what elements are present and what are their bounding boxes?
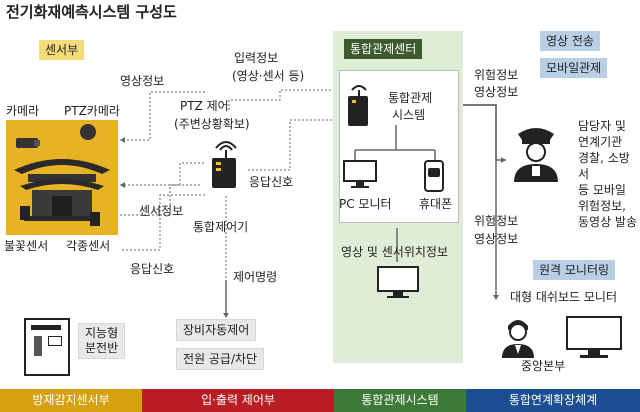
auto-control-box: 장비자동제어 (176, 319, 257, 341)
integrated-system-line1: 통합관제 (388, 91, 433, 105)
officer-desc-line-4: 등 모바일 (578, 183, 626, 197)
officer-desc-line-3: 경찰, 소방서 (578, 151, 630, 181)
distribution-panel-label-line1: 지능형 (85, 326, 119, 340)
officer-desc-line-1: 담당자 및 (578, 119, 626, 133)
io-response-label: 응답신호 (249, 175, 294, 189)
large-monitor-icon (566, 316, 622, 364)
flame-sensor-label: 불꽃센서 (4, 239, 49, 253)
input-info-label: 입력정보 (234, 51, 279, 65)
officer-desc-line-2: 연계기관 (578, 135, 623, 149)
integrated-system-line2: 시스템 (392, 108, 426, 122)
control-command-label: 제어명령 (233, 270, 278, 284)
diagram-title: 전기화재예측시스템 구성도 (6, 3, 177, 21)
risk-info-1-line2: 영상정보 (474, 85, 519, 99)
controller-label: 통합제어기 (193, 220, 249, 234)
bottom-bar-control: 통합관제시스템 (334, 389, 466, 412)
camera-label: 카메라 (6, 104, 40, 118)
sensor-tag: 센서부 (39, 40, 85, 60)
officer-description: 담당자 및 연계기관 경찰, 소방서 등 모바일 위험정보, 동영상 발송 (578, 118, 640, 230)
ptz-camera-label: PTZ카메라 (64, 104, 120, 118)
risk-info-2-line2: 영상정보 (474, 232, 519, 246)
distribution-panel-label: 지능형 분전반 (78, 323, 126, 359)
officer-desc-line-6: 동영상 발송 (578, 215, 638, 229)
building-photo (6, 120, 118, 235)
pc-monitor-icon (343, 160, 377, 194)
integrated-system-box (339, 70, 459, 223)
phone-icon (424, 160, 444, 196)
location-info-label: 영상 및 센서위치정보 (341, 245, 448, 259)
distribution-panel-label-line2: 분전반 (85, 341, 119, 355)
headquarters-label: 중앙본부 (521, 359, 566, 373)
location-monitor-icon (377, 266, 419, 304)
video-transfer-tag: 영상 전송 (540, 31, 600, 51)
risk-info-1-line1: 위험정보 (474, 68, 519, 82)
distribution-panel-icon (24, 318, 70, 376)
power-control-box: 전원 공급/차단 (176, 348, 265, 370)
officer-icon (508, 120, 564, 190)
pc-monitor-label: PC 모니터 (339, 197, 392, 211)
headquarters-person-icon (500, 314, 536, 364)
input-info-sub-label: (영상·센서 등) (232, 69, 305, 83)
controller-device-icon (208, 140, 244, 198)
risk-info-2-line1: 위험정보 (474, 214, 519, 228)
control-center-header: 통합관제센터 (344, 39, 423, 59)
bottom-bar-sensor: 방재감지센서부 (0, 389, 142, 412)
various-sensor-label: 각종센서 (66, 239, 111, 253)
bottom-bar-link: 통합연계확장체계 (466, 389, 640, 412)
server-icon (344, 82, 374, 134)
ptz-control-label: PTZ 제어 (180, 99, 229, 113)
ptz-control-sub-label: (주변상황확보) (174, 117, 250, 131)
large-monitor-label: 대형 대쉬보드 모니터 (510, 290, 617, 304)
bottom-bar-io: 입·출력 제어부 (142, 389, 334, 412)
mobile-control-tag: 모바일관제 (540, 58, 608, 78)
sensor-info-label: 센서정보 (139, 204, 184, 218)
officer-desc-line-5: 위험정보, (578, 199, 626, 213)
sensor-response-label: 응답신호 (130, 262, 175, 276)
video-info-label: 영상정보 (120, 74, 165, 88)
remote-monitoring-tag: 원격 모니터링 (533, 260, 616, 280)
phone-label: 휴대폰 (419, 197, 453, 211)
